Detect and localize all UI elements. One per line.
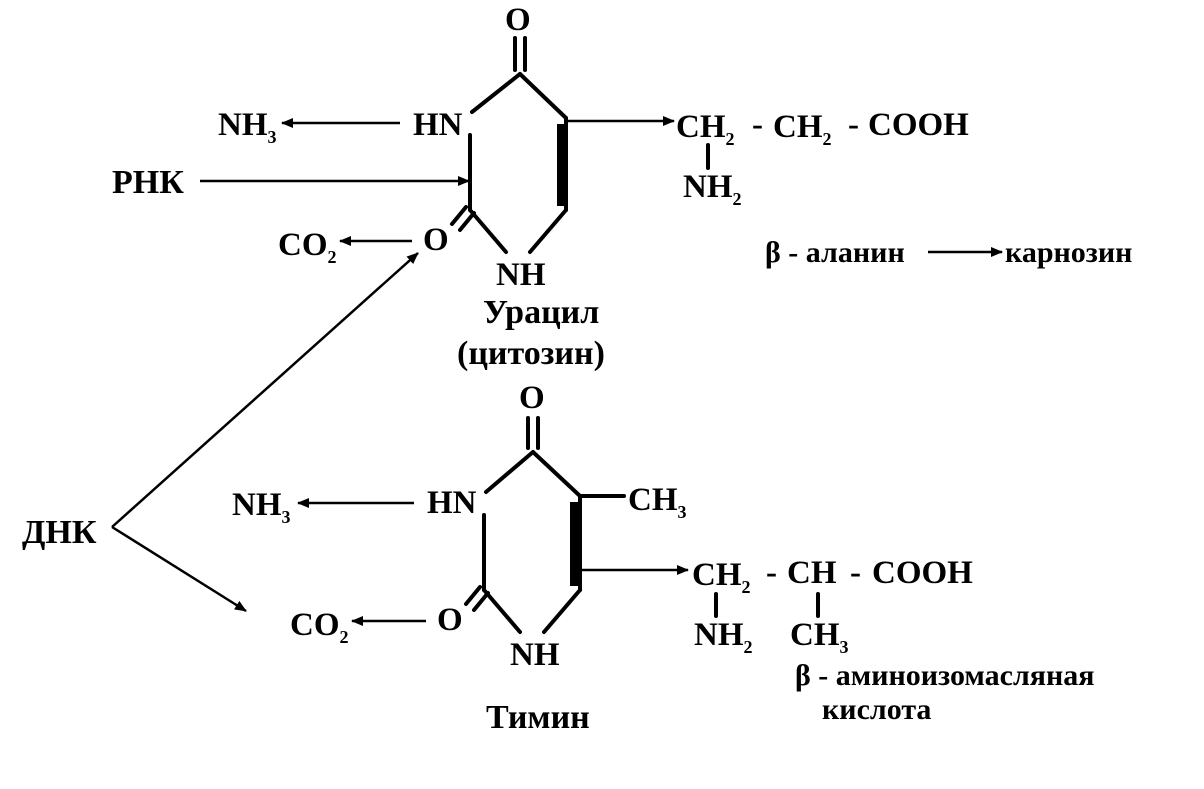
- dnk-label: ДНК: [22, 514, 97, 551]
- aminoisobutyric-nh2: NH2: [694, 617, 753, 657]
- aminoisobutyric-label-line1: β - аминоизомасляная: [795, 659, 1095, 692]
- thymine-name: Тимин: [486, 699, 590, 736]
- carnosine-label: карнозин: [1005, 236, 1132, 269]
- uracil-name: Урацил: [483, 294, 599, 331]
- thymine-ch3: CH3: [628, 482, 687, 522]
- uracil-nh3: NH3: [218, 107, 277, 147]
- thymine-bond-c4-c5: [531, 450, 582, 498]
- uracil-nh-bottom: NH: [496, 257, 546, 293]
- aminoisobutyric-ch2: CH2: [692, 557, 751, 597]
- aminoisobutyric-cooh: COOH: [872, 555, 973, 591]
- thymine-bond-c2-o-2: [472, 591, 490, 612]
- uracil-hn: HN: [413, 107, 463, 143]
- aminoisobutyric-label-line2: кислота: [822, 693, 931, 726]
- rnk-label: РНК: [112, 164, 184, 201]
- beta-alanine-ch2-b: CH2: [773, 109, 832, 149]
- thymine-nh3: NH3: [232, 487, 291, 527]
- thymine-bond-c2-o-1: [464, 585, 482, 606]
- aminoisobutyric-ch3: CH3: [790, 617, 849, 657]
- uracil-bond-c4-c5: [518, 72, 568, 120]
- thymine-bond-c4-n3: [484, 450, 535, 494]
- beta-alanine-dash-2: -: [848, 107, 859, 143]
- beta-alanine-ch2-a: CH2: [676, 109, 735, 149]
- dnk-to-uracil-arrow: [111, 252, 419, 528]
- beta-alanine-nh2: NH2: [683, 169, 742, 209]
- aminoisobutyric-dash-2: -: [850, 555, 861, 591]
- thymine-hn: HN: [427, 485, 477, 521]
- thymine-ring: [464, 416, 626, 634]
- aminoisobutyric-dash-1: -: [766, 555, 777, 591]
- uracil-bond-c2-o-2: [458, 211, 476, 232]
- cytosine-name: (цитозин): [457, 335, 605, 372]
- thymine-co2: CO2: [290, 607, 349, 647]
- thymine-o-top: O: [519, 380, 545, 416]
- uracil-co2: CO2: [278, 227, 337, 267]
- uracil-bond-c6-n1: [528, 208, 568, 254]
- aminoisobutyric-ch: CH: [787, 555, 837, 591]
- uracil-o-top: O: [505, 2, 531, 38]
- uracil-bond-c2-o-1: [450, 205, 468, 226]
- uracil-o-left: O: [423, 222, 449, 258]
- uracil-bond-c4-n3: [470, 72, 522, 114]
- thymine-bond-c6-n1: [542, 588, 582, 634]
- beta-alanine-dash-1: -: [752, 107, 763, 143]
- beta-alanine-cooh: COOH: [868, 107, 969, 143]
- uracil-ring: [450, 36, 568, 254]
- uracil-bond-n1-c2: [468, 208, 508, 254]
- thymine-o-left: O: [437, 602, 463, 638]
- beta-alanine-label: β - аланин: [765, 236, 905, 269]
- dnk-to-thymine-arrow: [111, 525, 247, 613]
- thymine-nh-bottom: NH: [510, 637, 560, 673]
- thymine-bond-n1-c2: [482, 588, 522, 634]
